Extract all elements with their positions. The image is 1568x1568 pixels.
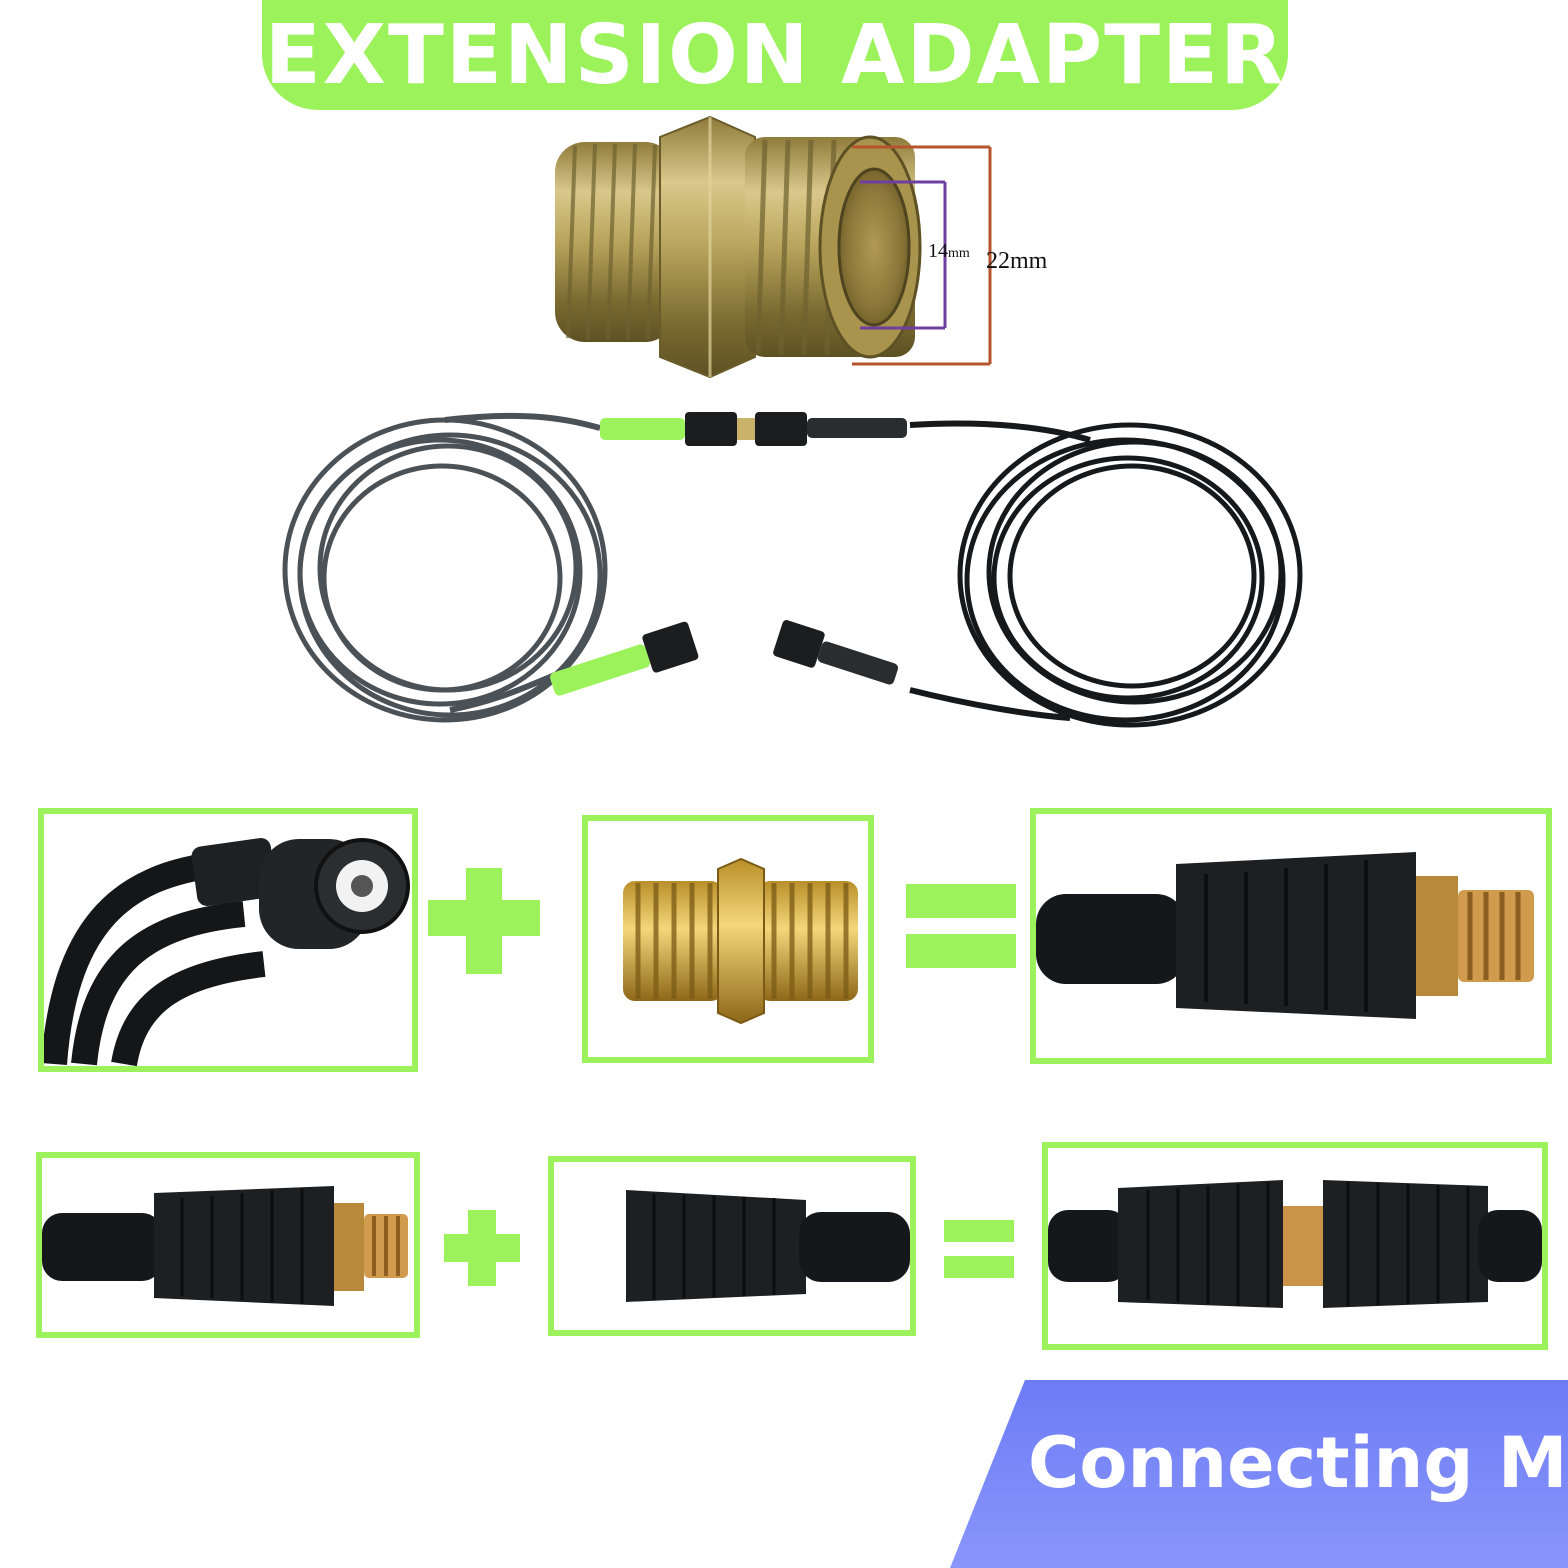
assembled-male-end-photo: [1030, 808, 1552, 1064]
brass-adapter-photo: [582, 815, 874, 1063]
inner-diameter-value: 14: [928, 240, 948, 262]
brass-adapter-closeup: [555, 115, 992, 379]
male-end-hose-photo: [36, 1152, 420, 1338]
equals-sign-icon-lower: [906, 934, 1016, 968]
male-end-hose-illustration: [42, 1186, 408, 1306]
plus-sign-icon-vertical: [466, 868, 502, 974]
inner-diameter-unit: mm: [948, 246, 970, 261]
equals-sign-icon-2-lower: [944, 1256, 1014, 1278]
female-end-hose-photo: [548, 1156, 916, 1336]
outer-diameter-label: 22mm: [986, 248, 1047, 275]
coiled-hoses-illustration: [282, 412, 1303, 728]
outer-diameter-value: 22: [986, 248, 1010, 274]
inner-diameter-label: 14mm: [928, 240, 970, 263]
assembled-male-end-illustration: [1036, 852, 1534, 1019]
female-coupler-illustration: [44, 838, 410, 1066]
female-end-hose-illustration: [626, 1190, 910, 1302]
plus-sign-icon-2-vertical: [468, 1210, 496, 1286]
equals-sign-icon-2: [944, 1220, 1014, 1242]
footer-banner: [950, 1380, 1568, 1568]
footer-label: Connecting Map3: [1028, 1422, 1568, 1504]
page-title: EXTENSION ADAPTER: [264, 8, 1286, 103]
title-banner: [262, 0, 1288, 110]
equals-sign-icon: [906, 884, 1016, 918]
brass-adapter-illustration: [623, 857, 858, 1025]
hose-female-end-photo: [38, 808, 418, 1072]
connected-hoses-illustration: [1048, 1180, 1542, 1308]
outer-diameter-unit: mm: [1010, 248, 1048, 274]
connected-hoses-photo: [1042, 1142, 1548, 1350]
